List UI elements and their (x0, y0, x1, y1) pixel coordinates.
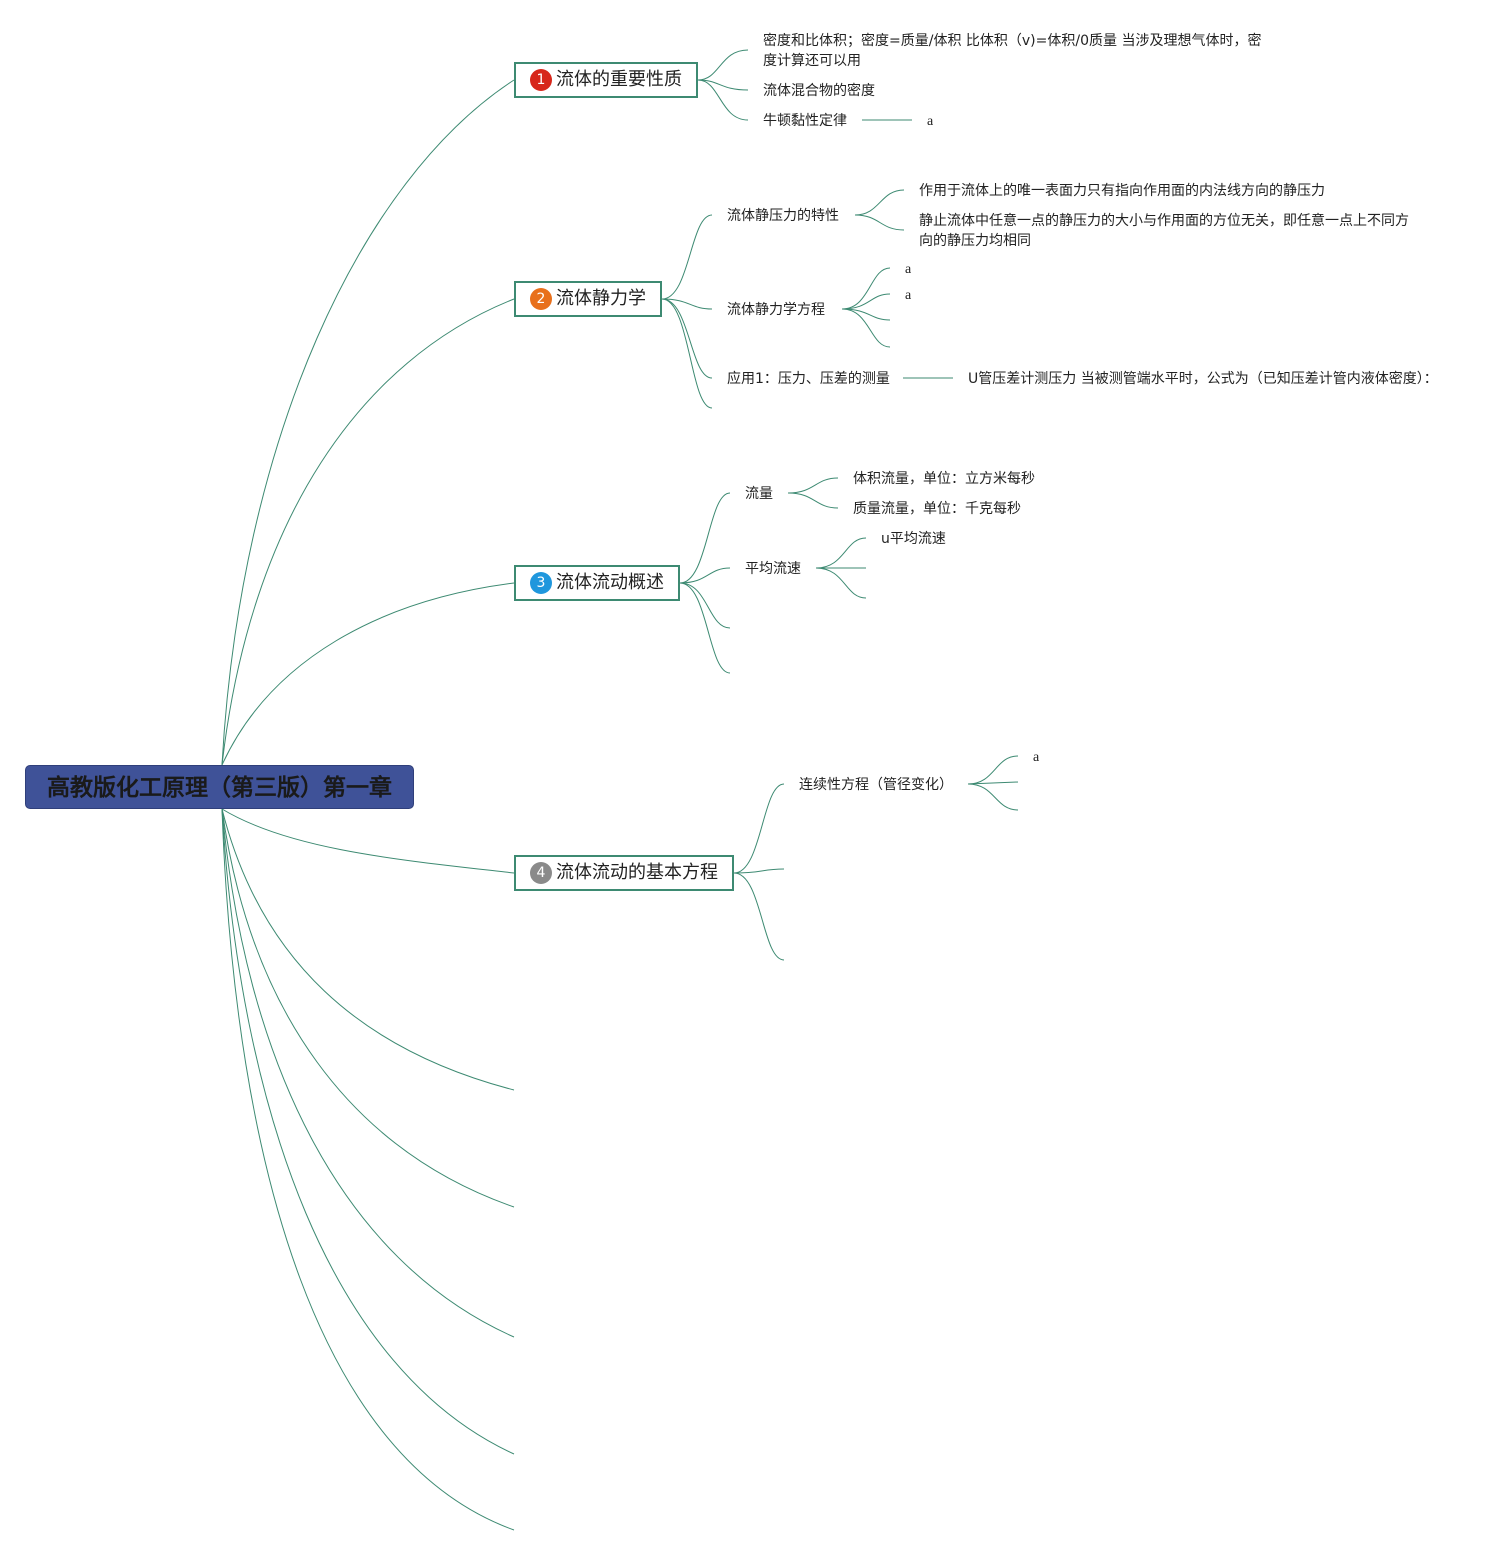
number-badge-2: 2 (530, 288, 552, 310)
topic-flow-overview[interactable]: 3 流体流动概述 (514, 565, 680, 601)
subtopic-density[interactable]: 密度和比体积；密度=质量/体积 比体积（v)=体积/0质量 当涉及理想气体时，密… (763, 33, 1262, 69)
subtopic-continuity-child[interactable]: a (1033, 750, 1040, 765)
topic-label: 流体流动的基本方程 (556, 862, 718, 883)
topic-label: 流体静力学 (556, 288, 646, 309)
number-badge-1: 1 (530, 69, 552, 91)
subtopic-u-average-velocity[interactable]: u平均流速 (881, 531, 946, 547)
subtopic-mixture-density[interactable]: 流体混合物的密度 (763, 83, 875, 99)
subtopic-flow-rate[interactable]: 流量 (745, 486, 773, 502)
topic-basic-equations[interactable]: 4 流体流动的基本方程 (514, 855, 734, 891)
number-badge-4: 4 (530, 862, 552, 884)
subtopic-static-pressure-props[interactable]: 流体静压力的特性 (727, 208, 839, 224)
subtopic-continuity-equation[interactable]: 连续性方程（管径变化） (799, 777, 953, 793)
subtopic-application-1[interactable]: 应用1：压力、压差的测量 (727, 371, 890, 387)
subtopic-eq-child-1[interactable]: a (905, 262, 912, 277)
topic-label: 流体流动概述 (556, 572, 664, 593)
subtopic-prop-1[interactable]: 作用于流体上的唯一表面力只有指向作用面的内法线方向的静压力 (919, 183, 1325, 199)
number-badge-3: 3 (530, 572, 552, 594)
topic-fluid-statics[interactable]: 2 流体静力学 (514, 281, 662, 317)
root-title: 高教版化工原理（第三版）第一章 (47, 775, 392, 801)
subtopic-statics-equation[interactable]: 流体静力学方程 (727, 302, 825, 318)
subtopic-prop-2[interactable]: 静止流体中任意一点的静压力的大小与作用面的方位无关，即任意一点上不同方向的静压力… (919, 213, 1409, 249)
root-topic[interactable]: 高教版化工原理（第三版）第一章 (25, 765, 414, 809)
topic-fluid-properties[interactable]: 1 流体的重要性质 (514, 62, 698, 98)
subtopic-volume-flow[interactable]: 体积流量，单位：立方米每秒 (853, 471, 1035, 487)
subtopic-mass-flow[interactable]: 质量流量，单位：千克每秒 (853, 501, 1021, 517)
subtopic-average-velocity[interactable]: 平均流速 (745, 561, 801, 577)
subtopic-u-tube-manometer[interactable]: U管压差计测压力 当被测管端水平时，公式为（已知压差计管内液体密度）： (968, 371, 1438, 387)
subtopic-newton-viscosity[interactable]: 牛顿黏性定律 (763, 113, 847, 129)
topic-label: 流体的重要性质 (556, 69, 682, 90)
subtopic-eq-child-2[interactable]: a (905, 288, 912, 303)
subtopic-newton-child[interactable]: a (927, 114, 934, 129)
